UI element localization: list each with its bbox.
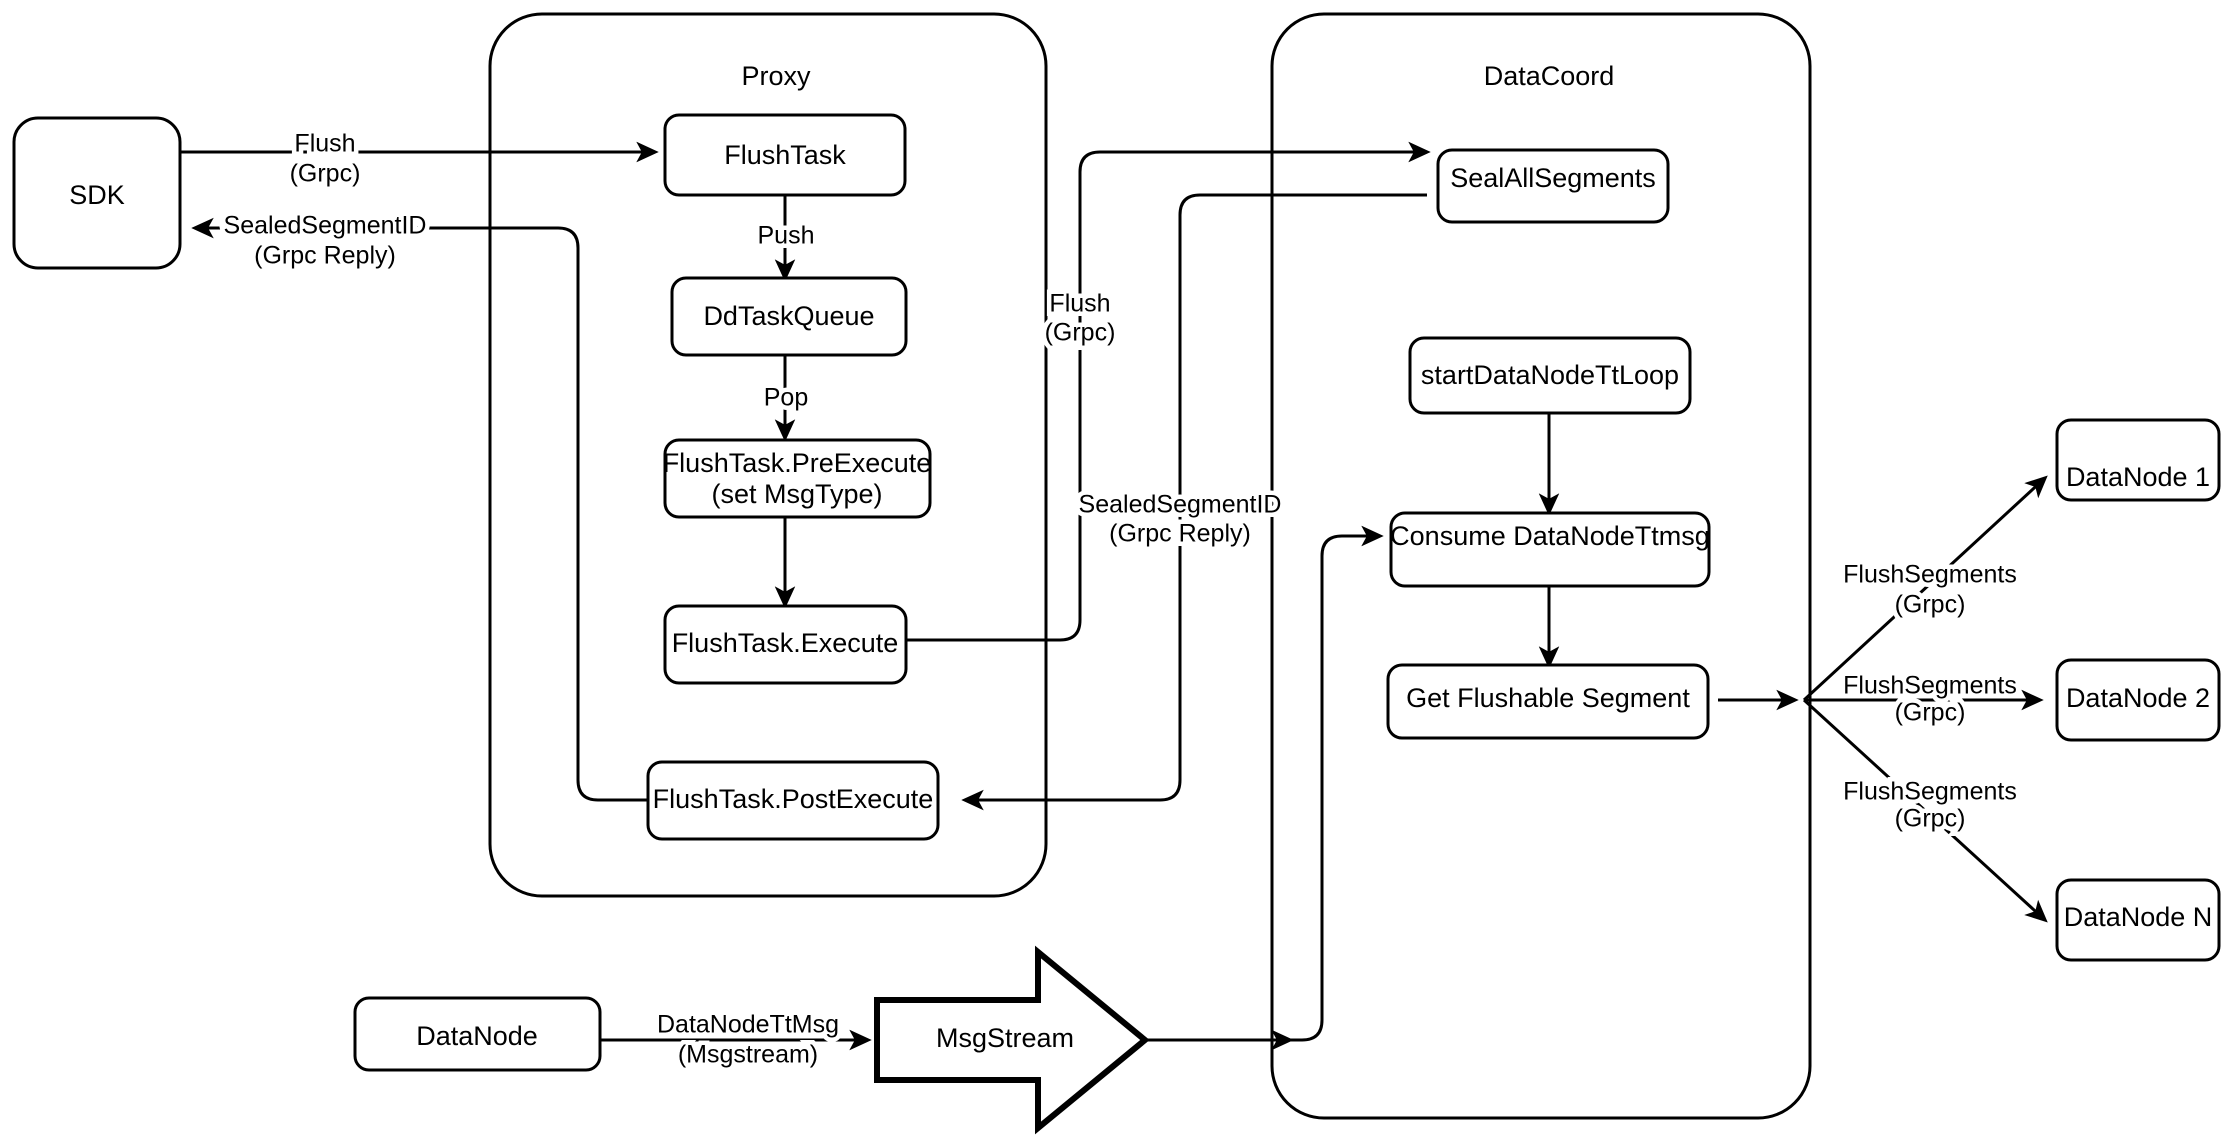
edge-sdk-flush-line1: Flush bbox=[294, 130, 355, 158]
edge-label-datanode2: FlushSegments (Grpc) bbox=[1839, 667, 2022, 731]
sealallsegments-box[interactable] bbox=[1436, 148, 1670, 224]
msgstream-block-arrow[interactable] bbox=[874, 945, 1150, 1135]
datanode-source-box[interactable] bbox=[353, 996, 602, 1072]
edge-push-label: Push bbox=[758, 222, 815, 250]
postexecute-box[interactable] bbox=[646, 760, 940, 841]
node-datanode2[interactable]: DataNode 2 bbox=[2055, 658, 2221, 742]
edge-label-sdk-to-proxy: Flush (Grpc) bbox=[285, 125, 365, 192]
proxy-container-rect bbox=[488, 12, 1048, 898]
datanoden-label: DataNode N bbox=[2064, 902, 2213, 932]
node-execute[interactable]: FlushTask.Execute bbox=[663, 604, 908, 685]
datanode2-box[interactable] bbox=[2055, 658, 2221, 742]
node-preexecute[interactable]: FlushTask.PreExecute (set MsgType) bbox=[663, 438, 932, 519]
sdk-label: SDK bbox=[69, 180, 125, 210]
edge-flushsegments2-line1: FlushSegments bbox=[1843, 672, 2017, 700]
startdatanodettloop-label: startDataNodeTtLoop bbox=[1421, 360, 1679, 390]
node-datanoden[interactable]: DataNode N bbox=[2055, 878, 2221, 962]
edge-flush-grpc-line2: (Grpc) bbox=[1045, 319, 1116, 347]
edge-label-datanode-to-msgstream: DataNodeTtMsg (Msgstream) bbox=[652, 1006, 843, 1073]
datacoord-container-label: DataCoord bbox=[1484, 61, 1615, 91]
datanode2-label: DataNode 2 bbox=[2066, 683, 2210, 713]
edge-execute-to-sealallsegments-line bbox=[906, 141, 1431, 642]
node-sealallsegments[interactable]: SealAllSegments bbox=[1436, 148, 1670, 224]
consumedatanodettmsg-label: Consume DataNodeTtmsg bbox=[1390, 521, 1710, 551]
getflushablesegment-label: Get Flushable Segment bbox=[1406, 683, 1690, 713]
edge-flushsegments2-line2: (Grpc) bbox=[1895, 699, 1966, 727]
edge-label-datacoord-to-proxy: SealedSegmentID (Grpc Reply) bbox=[1074, 486, 1286, 552]
edge-label-push: Push bbox=[753, 217, 819, 254]
node-startdatanodettloop[interactable]: startDataNodeTtLoop bbox=[1408, 336, 1692, 415]
msgstream-label: MsgStream bbox=[936, 1023, 1074, 1053]
flushtask-box[interactable] bbox=[663, 113, 907, 197]
edge-label-datanode1: FlushSegments (Grpc) bbox=[1839, 556, 2022, 623]
edge-pop-label: Pop bbox=[764, 384, 808, 412]
container-datacoord: DataCoord bbox=[1270, 12, 1812, 1120]
node-datanode-source[interactable]: DataNode bbox=[353, 996, 602, 1072]
ddtaskqueue-label: DdTaskQueue bbox=[703, 301, 874, 331]
sealallsegments-label: SealAllSegments bbox=[1450, 163, 1656, 193]
edge-datacoord-inner-to-consume-line bbox=[1290, 525, 1384, 1042]
edge-label-proxy-to-sdk: SealedSegmentID (Grpc Reply) bbox=[219, 207, 431, 274]
edge-datanodettmsg-line2: (Msgstream) bbox=[678, 1041, 818, 1069]
node-consumedatanodettmsg[interactable]: Consume DataNodeTtmsg bbox=[1389, 511, 1711, 588]
datanode1-box[interactable] bbox=[2055, 418, 2221, 502]
node-ddtaskqueue[interactable]: DdTaskQueue bbox=[670, 276, 908, 357]
edge-hub-to-datanoden-line bbox=[1802, 698, 2048, 923]
node-msgstream[interactable]: MsgStream bbox=[874, 945, 1150, 1135]
edge-sealallsegments-to-postexecute-line bbox=[961, 193, 1427, 811]
preexecute-label-line2: (set MsgType) bbox=[711, 479, 882, 509]
node-getflushablesegment[interactable]: Get Flushable Segment bbox=[1386, 663, 1710, 740]
edge-reply-line1: SealedSegmentID bbox=[1079, 491, 1282, 519]
edge-postexecute-to-sdk-line bbox=[191, 217, 648, 802]
edge-label-pop: Pop bbox=[759, 379, 812, 416]
edge-sealedsegmentid-line1: SealedSegmentID bbox=[224, 212, 427, 240]
preexecute-box[interactable] bbox=[663, 438, 932, 519]
preexecute-label-line1: FlushTask.PreExecute bbox=[663, 448, 932, 478]
edge-flushsegments1-line1: FlushSegments bbox=[1843, 561, 2017, 589]
edge-datanodettmsg-line1: DataNodeTtMsg bbox=[657, 1011, 839, 1039]
datanoden-box[interactable] bbox=[2055, 878, 2221, 962]
getflushablesegment-box[interactable] bbox=[1386, 663, 1710, 740]
sdk-box[interactable] bbox=[12, 116, 182, 270]
edge-sealedsegmentid-line2: (Grpc Reply) bbox=[254, 242, 396, 270]
edge-hub-to-datanode1-line bbox=[1802, 475, 2048, 702]
edge-label-datanoden: FlushSegments (Grpc) bbox=[1839, 773, 2022, 837]
edge-reply-line2: (Grpc Reply) bbox=[1109, 520, 1251, 548]
node-postexecute[interactable]: FlushTask.PostExecute bbox=[646, 760, 940, 841]
datanode1-label: DataNode 1 bbox=[2066, 462, 2210, 492]
node-sdk[interactable]: SDK bbox=[12, 116, 182, 270]
startdatanodettloop-box[interactable] bbox=[1408, 336, 1692, 415]
consumedatanodettmsg-box[interactable] bbox=[1389, 511, 1711, 588]
datacoord-container-rect bbox=[1270, 12, 1812, 1120]
ddtaskqueue-box[interactable] bbox=[670, 276, 908, 357]
flushtask-label: FlushTask bbox=[724, 140, 846, 170]
edge-sdk-flush-line2: (Grpc) bbox=[290, 160, 361, 188]
edge-flushsegmentsn-line1: FlushSegments bbox=[1843, 778, 2017, 806]
edge-flush-grpc-line1: Flush bbox=[1049, 290, 1110, 318]
execute-label: FlushTask.Execute bbox=[672, 628, 899, 658]
node-flushtask[interactable]: FlushTask bbox=[663, 113, 907, 197]
node-datanode1[interactable]: DataNode 1 bbox=[2055, 418, 2221, 502]
proxy-container-label: Proxy bbox=[741, 61, 811, 91]
postexecute-label: FlushTask.PostExecute bbox=[653, 784, 934, 814]
edge-flushsegments1-line2: (Grpc) bbox=[1895, 591, 1966, 619]
container-proxy: Proxy bbox=[488, 12, 1048, 898]
edge-flushsegmentsn-line2: (Grpc) bbox=[1895, 805, 1966, 833]
execute-box[interactable] bbox=[663, 604, 908, 685]
edge-label-proxy-to-datacoord: Flush (Grpc) bbox=[1040, 285, 1120, 351]
datanode-source-label: DataNode bbox=[416, 1021, 538, 1051]
